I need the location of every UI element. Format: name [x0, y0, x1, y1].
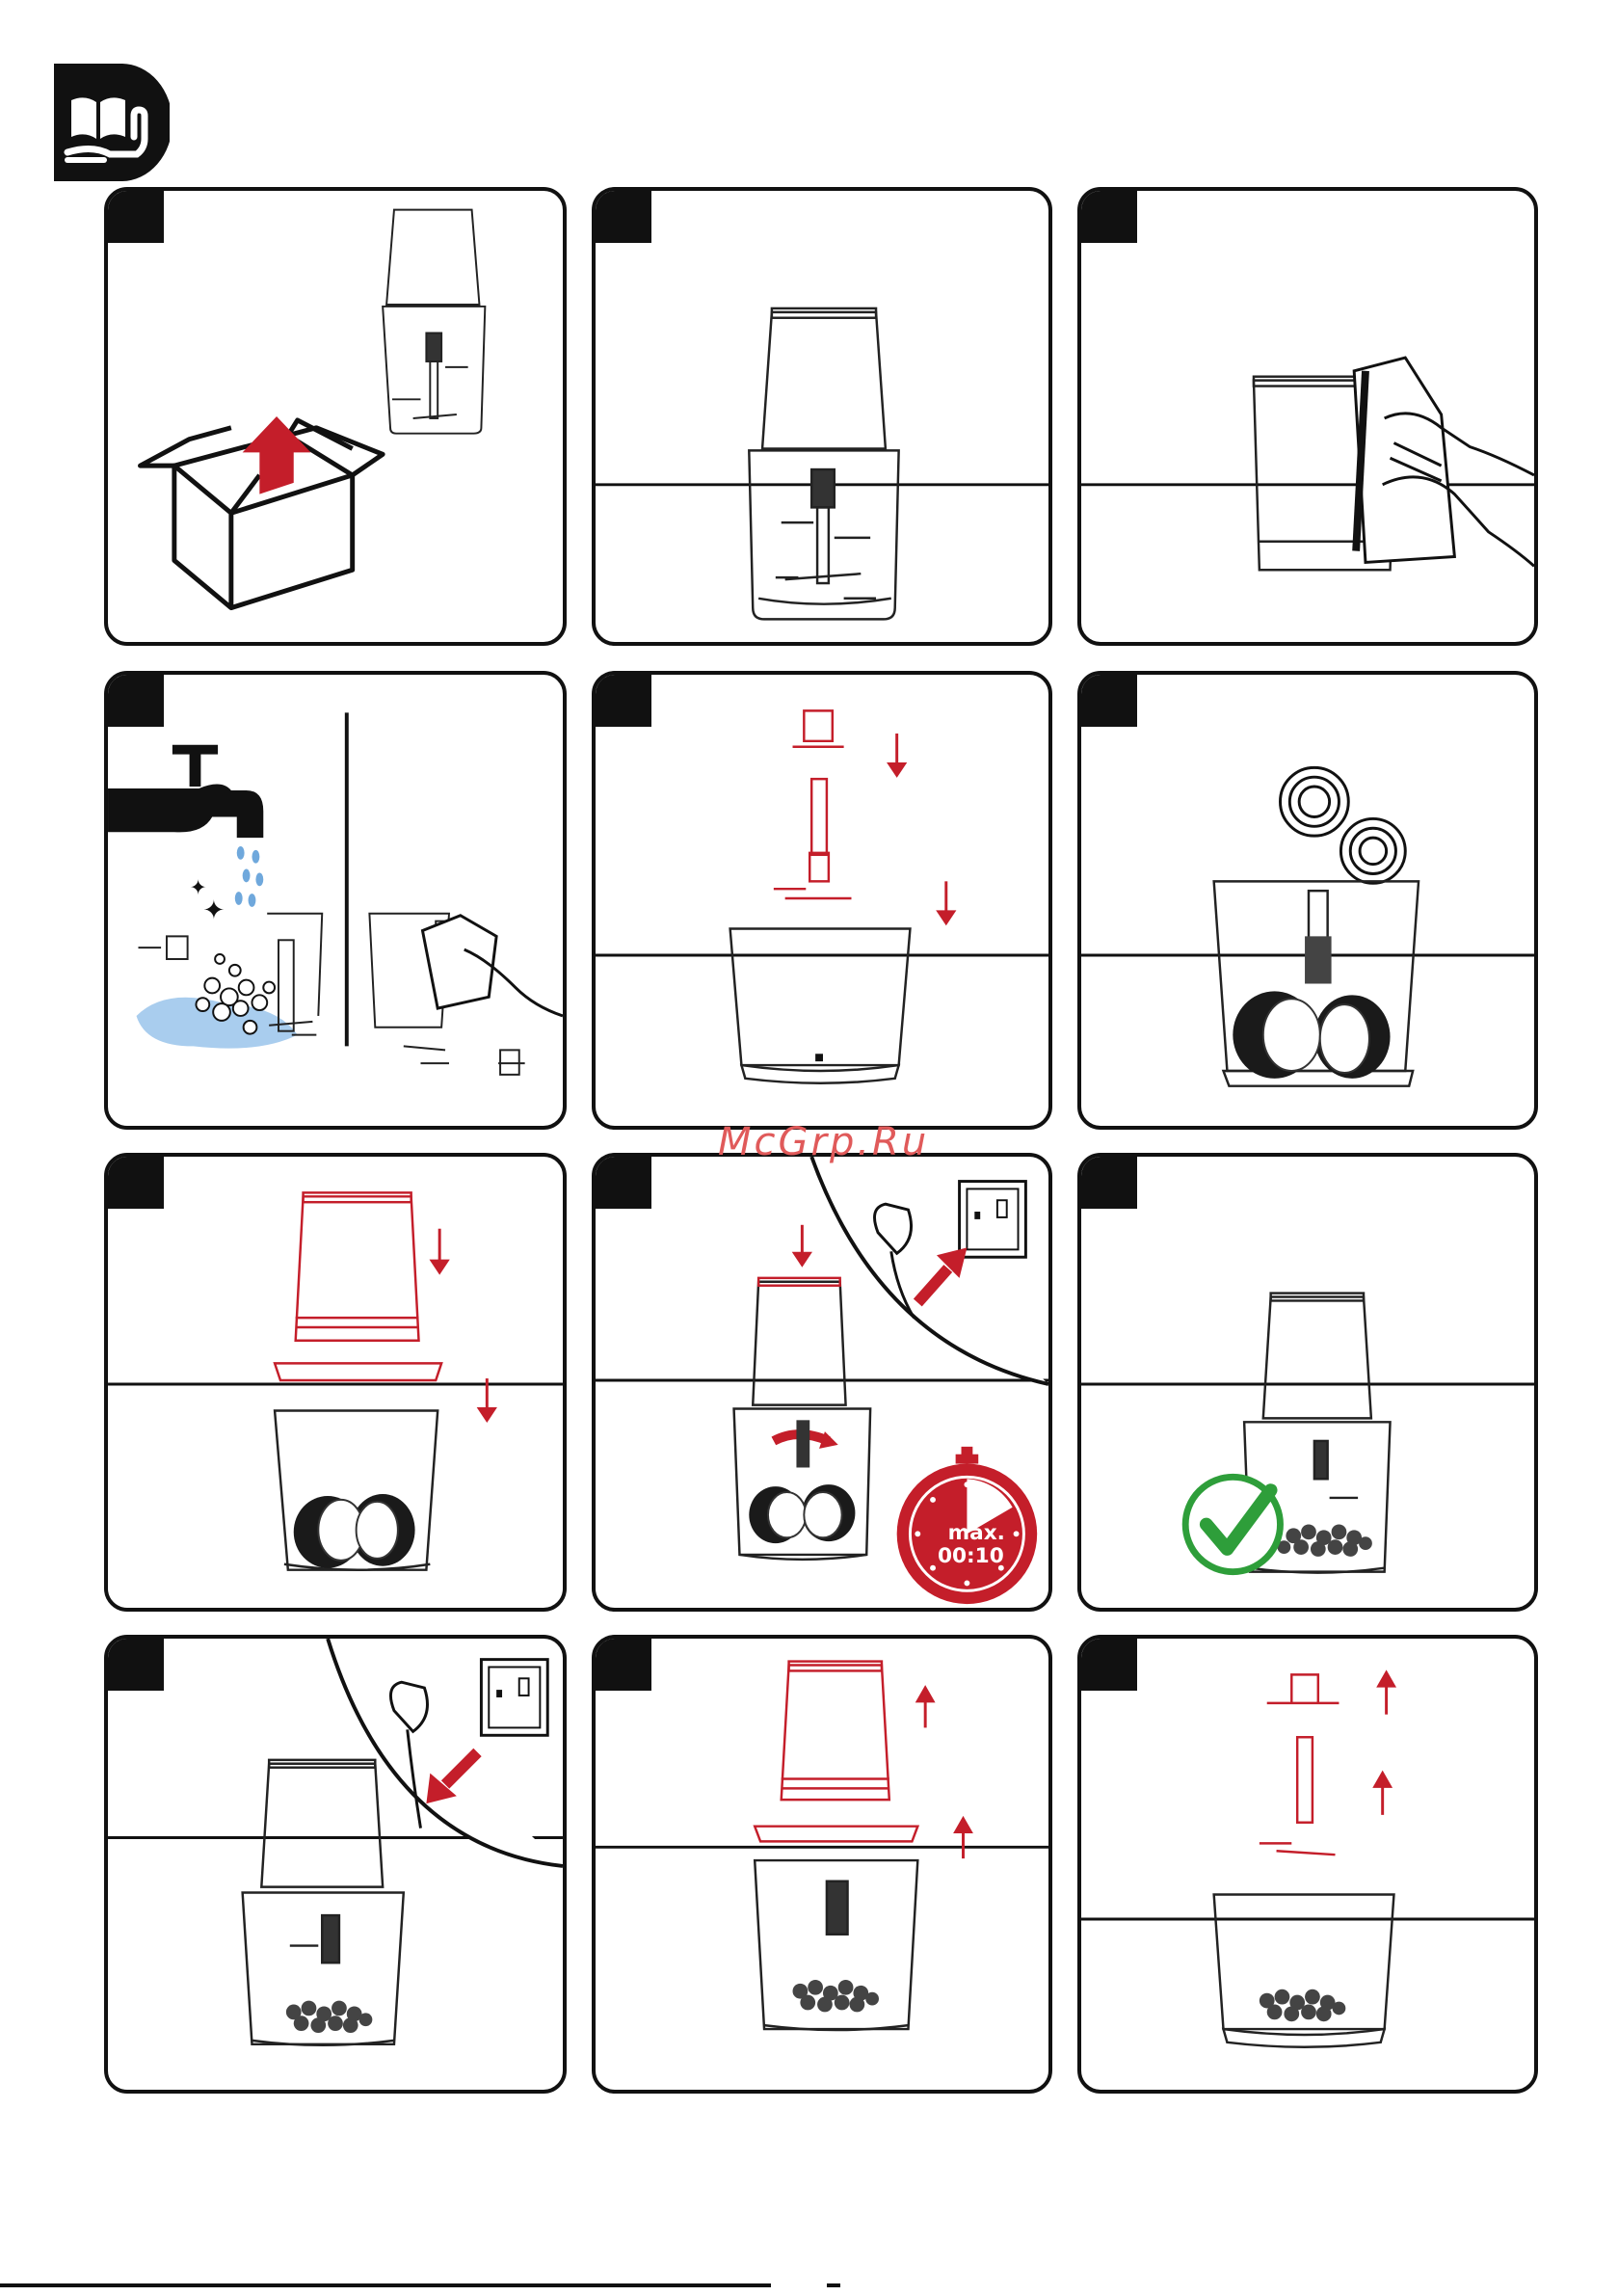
check-icon — [1185, 1477, 1280, 1571]
step-10-panel — [104, 1635, 567, 2094]
step-1-panel — [104, 187, 567, 646]
step-7-panel — [104, 1153, 567, 1612]
step-2-panel — [592, 187, 1052, 646]
step-9-illustration — [1081, 1157, 1534, 1608]
step-11-illustration — [596, 1639, 1048, 2090]
step-8-illustration: max. 00:10 — [596, 1157, 1048, 1608]
step-5-panel — [592, 671, 1052, 1130]
step-11-panel — [592, 1635, 1052, 2094]
step-7-illustration — [108, 1157, 563, 1608]
svg-text:✦: ✦ — [202, 895, 225, 925]
step-2-illustration — [596, 191, 1048, 642]
step-10-illustration — [108, 1639, 563, 2090]
timer-max-label: max. — [948, 1521, 1005, 1545]
step-6-panel — [1077, 671, 1538, 1130]
footer-rule — [0, 2283, 771, 2287]
step-1-illustration — [108, 191, 563, 642]
watermark: McGrp.Ru — [718, 1120, 929, 1164]
footer-tick — [827, 2283, 840, 2287]
step-3-panel — [1077, 187, 1538, 646]
stopwatch-icon: max. 00:10 — [897, 1447, 1038, 1604]
step-12-panel — [1077, 1635, 1538, 2094]
step-5-illustration — [596, 675, 1048, 1126]
step-3-illustration — [1081, 191, 1534, 642]
book-hand-icon — [54, 64, 170, 181]
step-9-panel — [1077, 1153, 1538, 1612]
step-6-illustration — [1081, 675, 1534, 1126]
step-4-panel: ✦ ✦ — [104, 671, 567, 1130]
timer-time-label: 00:10 — [938, 1544, 1004, 1568]
step-12-illustration — [1081, 1639, 1534, 2090]
step-8-panel: max. 00:10 — [592, 1153, 1052, 1612]
step-4-illustration: ✦ ✦ — [108, 675, 563, 1126]
